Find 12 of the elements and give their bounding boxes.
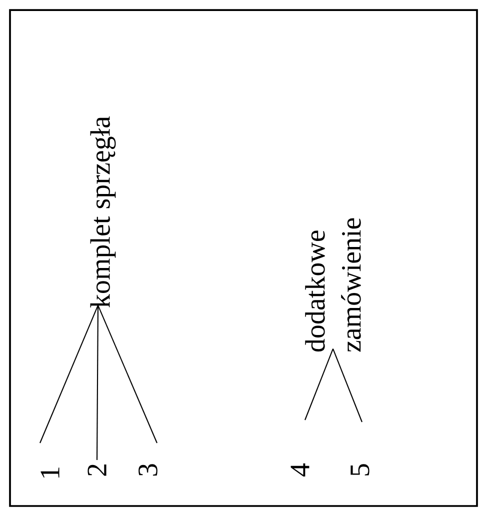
part-label: komplet sprzęgła <box>90 116 116 308</box>
connector-line <box>332 348 362 422</box>
connector-line <box>304 348 334 420</box>
connector-line <box>98 305 158 444</box>
connector-line <box>40 305 98 444</box>
number-label: 2 <box>88 464 106 476</box>
part-label: dodatkowe zamówienie <box>305 218 361 352</box>
number-label: 5 <box>350 464 370 476</box>
number-label: 1 <box>40 468 60 478</box>
number-label: 4 <box>290 463 310 476</box>
number-label: 3 <box>138 464 158 476</box>
connector-line <box>96 305 99 460</box>
